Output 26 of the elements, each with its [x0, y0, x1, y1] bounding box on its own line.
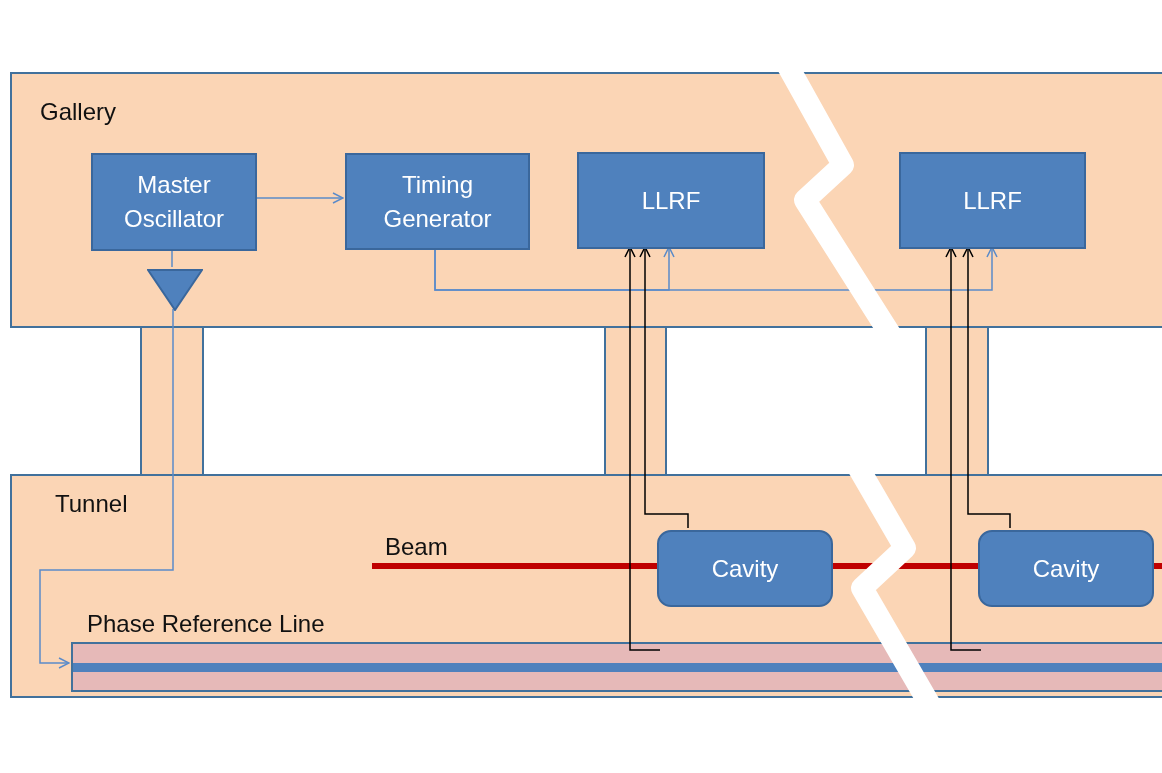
- box-label: Cavity: [1032, 553, 1100, 584]
- process-box: [345, 153, 530, 250]
- area-title: Gallery: [40, 98, 117, 126]
- amplifier-triangle: [147, 269, 203, 311]
- process-box: [899, 152, 1086, 249]
- process-box: [577, 152, 765, 249]
- cavity-box: [978, 530, 1154, 607]
- box-label: Cavity: [711, 553, 779, 584]
- line-title: Phase Reference Line: [87, 610, 325, 638]
- area-panel: [10, 474, 1162, 698]
- box-label: Master Oscillator: [123, 170, 225, 234]
- area-title: Tunnel: [55, 490, 128, 518]
- arrow: [945, 246, 982, 651]
- box-label: LLRF: [963, 185, 1022, 216]
- arrow: [39, 308, 174, 669]
- arrow: [962, 246, 1011, 529]
- arrow: [639, 246, 689, 529]
- arrow: [254, 192, 344, 204]
- process-box: [91, 153, 257, 251]
- beam-label: Beam: [385, 533, 448, 561]
- arrow: [434, 246, 998, 291]
- cavity-box: [657, 530, 833, 607]
- box-label: Timing Generator: [382, 169, 493, 234]
- area-panel: [10, 72, 1162, 328]
- arrow: [624, 246, 661, 651]
- box-label: LLRF: [641, 185, 701, 216]
